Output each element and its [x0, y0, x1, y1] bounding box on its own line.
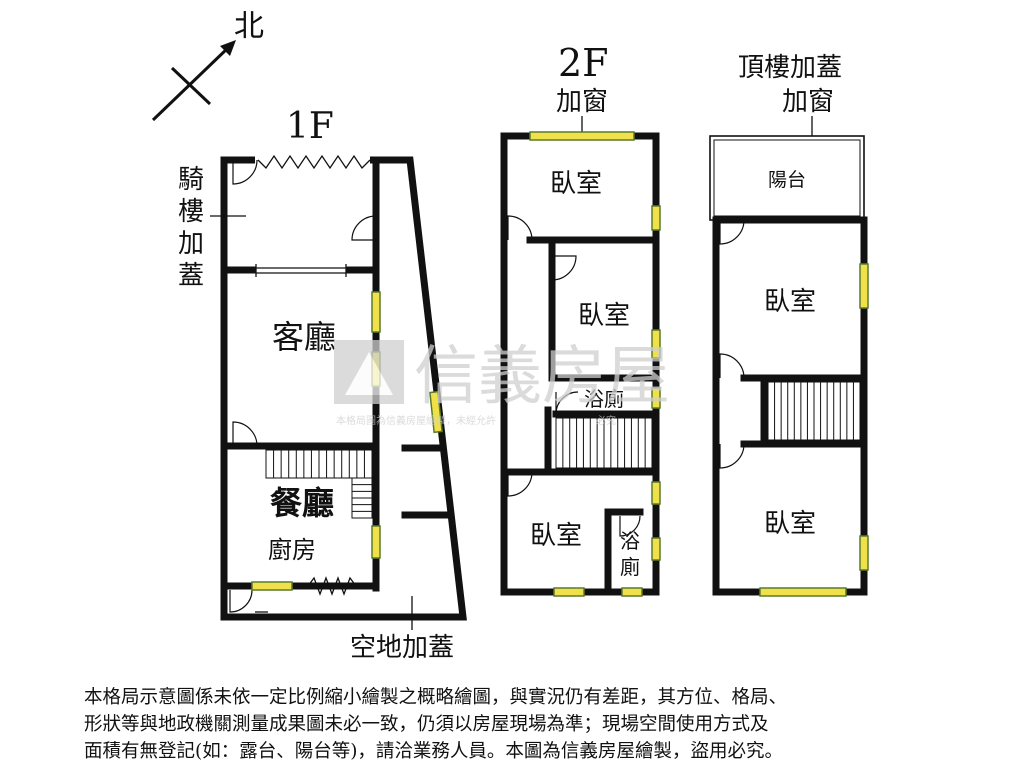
- disclaimer-line-2: 形狀等與地政機關測量成果圖未必一致，仍須以房屋現場為準；現場空間使用方式及: [84, 714, 769, 735]
- f2-window-bed2: [651, 329, 661, 359]
- roof-door-3-icon: [719, 443, 745, 469]
- f2-door-4-icon: [507, 471, 533, 497]
- watermark-notice: 本格局圖為信義房屋繪製，未經允許 必究: [336, 414, 616, 427]
- f2-window-bottom-1: [553, 587, 585, 597]
- f1-yard-door-icon: [229, 589, 253, 613]
- roof-stairs: [767, 381, 861, 441]
- floor-1f-title: 1F: [286, 106, 334, 147]
- f1-dining-door-icon: [232, 421, 258, 447]
- f2-door-2-icon: [551, 255, 577, 281]
- f1-yard-label: 空地加蓋: [350, 633, 454, 663]
- f1-entry-door-icon: [232, 159, 258, 185]
- roof-window-2: [859, 535, 869, 571]
- north-label: 北: [234, 9, 264, 44]
- floor-roof: 頂樓加蓋 加窗 陽台 臥室 臥室: [709, 53, 869, 597]
- f2-window-bottom-2: [621, 587, 643, 597]
- roof-door-1-icon: [719, 219, 745, 245]
- f1-window-living-1: [371, 291, 381, 333]
- f2-bathroom-mid-label: 浴廁: [584, 387, 624, 411]
- floor-2f: 2F 加窗 臥室 臥室 浴廁 臥室 浴廁: [500, 41, 661, 597]
- f1-arcade-label: 騎樓加蓋: [178, 165, 204, 291]
- roof-window-1: [859, 263, 869, 309]
- roof-window-3: [759, 587, 847, 597]
- roof-window-add-label: 加窗: [782, 87, 834, 117]
- disclaimer-line-1: 本格局示意圖係未依一定比例縮小繪製之概略繪圖，與實況仍有差距，其方位、格局、: [84, 687, 788, 708]
- f2-bedroom-top-label: 臥室: [550, 169, 602, 199]
- f2-door-3-icon: [555, 391, 579, 415]
- disclaimer: 本格局示意圖係未依一定比例縮小繪製之概略繪圖，與實況仍有差距，其方位、格局、 形…: [84, 684, 984, 765]
- f1-window-kitchen: [371, 525, 381, 559]
- roof-balcony-label: 陽台: [768, 169, 806, 191]
- f1-window-yard: [251, 581, 293, 591]
- f1-outer-wall: [220, 156, 467, 621]
- roof-bedroom-top-label: 臥室: [764, 287, 816, 317]
- f1-stairs: [265, 449, 373, 519]
- roof-bedroom-bottom-label: 臥室: [764, 509, 816, 539]
- f2-window-bed3: [651, 481, 661, 505]
- disclaimer-line-3: 面積有無登記(如：露台、陽台等)，請洽業務人員。本圖為信義房屋繪製，盜用必究。: [84, 741, 783, 762]
- floor-2f-title: 2F: [558, 41, 609, 85]
- f2-window-bath: [651, 387, 661, 409]
- f1-living-room-label: 客廳: [272, 318, 336, 356]
- f2-door-5-icon: [619, 515, 641, 537]
- roof-outer-wall: [712, 216, 868, 596]
- f1-window-side: [429, 390, 443, 434]
- compass: 北: [151, 9, 264, 122]
- f2-window-top: [529, 131, 635, 141]
- f2-window-bed1: [651, 205, 661, 231]
- f1-folding-door: [257, 154, 371, 170]
- f2-stairs: [555, 417, 653, 469]
- watermark-brand: 信義房屋: [414, 340, 670, 414]
- watermark: 信義房屋 本格局圖為信義房屋繪製，未經允許 必究: [334, 340, 670, 427]
- f2-window-add-label: 加窗: [556, 87, 608, 117]
- f2-window-bath2: [651, 537, 661, 561]
- roof-door-2-icon: [719, 353, 745, 379]
- f1-side-door-icon: [351, 215, 377, 241]
- f2-bedroom-bottom-label: 臥室: [530, 521, 582, 551]
- f1-folding-window: [307, 576, 357, 596]
- f2-bedroom-mid-label: 臥室: [578, 301, 630, 331]
- f2-door-1-icon: [507, 215, 533, 241]
- f1-dining-room-label: 餐廳: [270, 484, 334, 522]
- f1-kitchen-label: 廚房: [268, 536, 316, 564]
- roof-title: 頂樓加蓋: [738, 53, 842, 83]
- north-arrow-icon: [220, 40, 236, 56]
- f2-bathroom-small-label: 浴廁: [620, 529, 640, 579]
